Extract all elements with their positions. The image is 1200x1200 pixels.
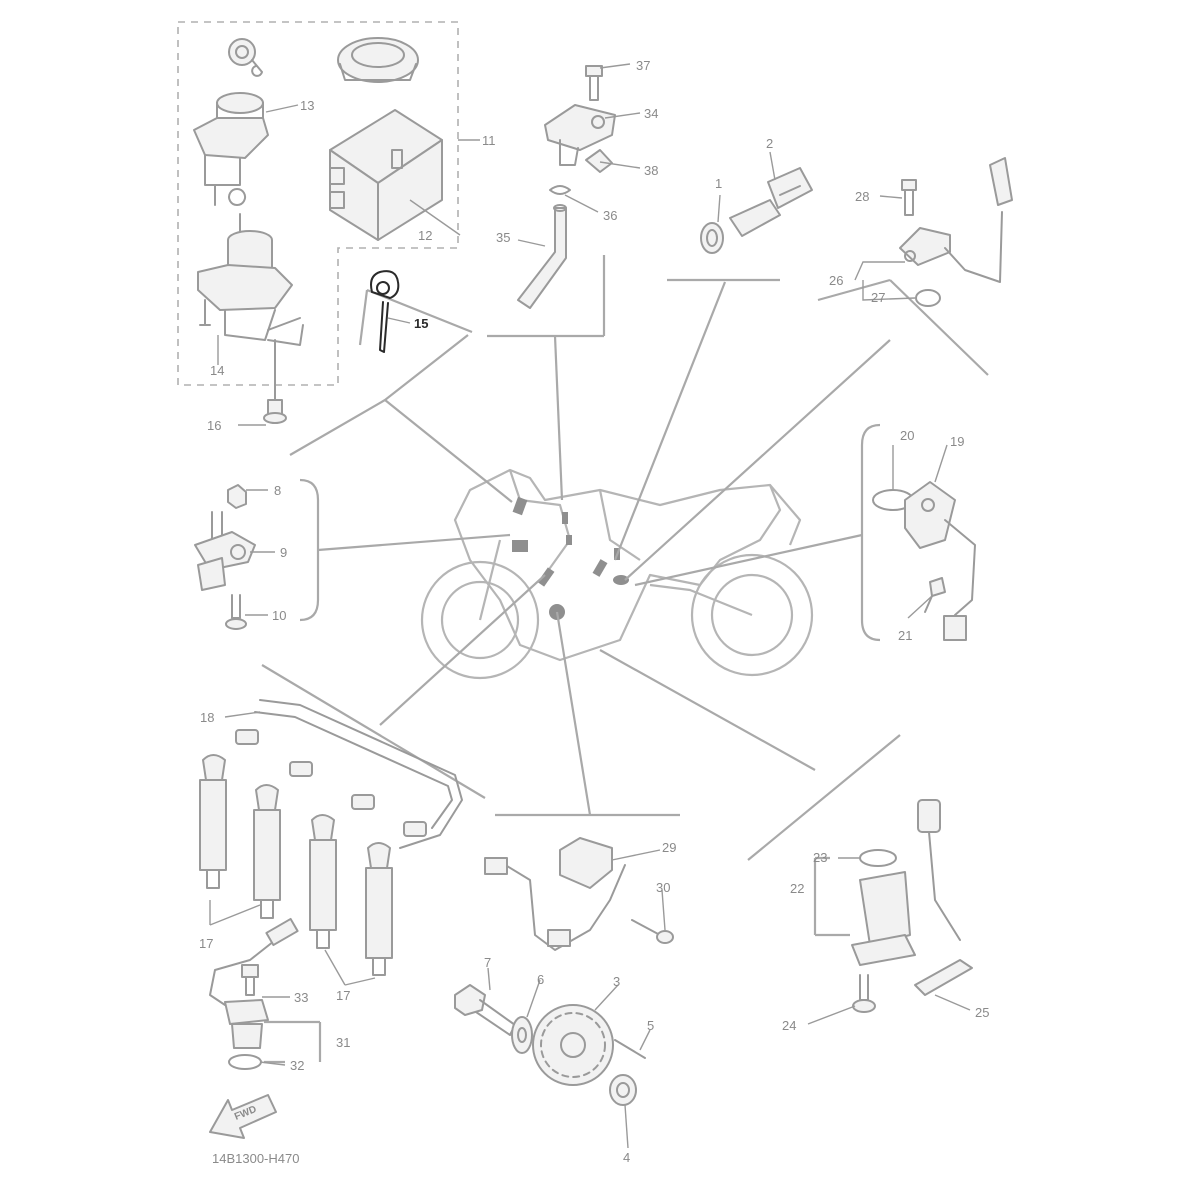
callout-20: 20 <box>900 428 914 443</box>
callout-31: 31 <box>336 1035 350 1050</box>
speed-sensor-group <box>860 423 976 642</box>
callout-21: 21 <box>898 628 912 643</box>
callout-23: 23 <box>813 850 827 865</box>
fwd-arrow-icon: FWD <box>209 1094 277 1139</box>
bolt-21[interactable] <box>924 577 946 613</box>
callout-37: 37 <box>636 58 650 73</box>
callout-19: 19 <box>950 434 964 449</box>
gear-position-sensor-group <box>194 478 320 630</box>
screw-37[interactable] <box>585 65 603 101</box>
callout-17b: 17 <box>336 988 350 1003</box>
clip-38[interactable] <box>585 149 613 173</box>
oil-level-switch-group <box>813 799 973 1013</box>
bolt-30[interactable] <box>631 919 674 944</box>
bolt-24[interactable] <box>852 974 876 1013</box>
lock-cylinder-cap[interactable] <box>228 38 263 77</box>
sprocket-3[interactable] <box>532 1004 614 1086</box>
callout-5: 5 <box>647 1018 654 1033</box>
cam-sensor-26[interactable] <box>899 157 1013 283</box>
thermo-sensor-2[interactable] <box>729 167 813 237</box>
callout-11: 11 <box>482 133 496 148</box>
screw-10[interactable] <box>225 594 247 630</box>
cam-sensor-group <box>817 157 1013 376</box>
callout-6: 6 <box>537 972 544 987</box>
callout-36: 36 <box>603 208 617 223</box>
callout-33: 33 <box>294 990 308 1005</box>
callout-27: 27 <box>871 290 885 305</box>
ignition-coil-17c[interactable] <box>309 814 337 949</box>
callout-30: 30 <box>656 880 670 895</box>
callout-32: 32 <box>290 1058 304 1073</box>
clamp-25[interactable] <box>914 959 973 996</box>
pin-5[interactable] <box>614 1039 646 1059</box>
callout-7: 7 <box>484 955 491 970</box>
callout-25: 25 <box>975 1005 989 1020</box>
location-markers <box>512 496 629 620</box>
hose-clamp-36[interactable] <box>549 185 571 195</box>
callout-14: 14 <box>210 363 224 378</box>
ecu-unit[interactable] <box>329 109 443 241</box>
hose-35[interactable] <box>517 204 567 309</box>
o-ring-23[interactable] <box>859 849 897 867</box>
callout-10: 10 <box>272 608 286 623</box>
callout-numbers: 13 11 12 14 15 16 37 34 38 36 35 1 2 28 … <box>199 58 989 1165</box>
nut-8[interactable] <box>227 484 247 509</box>
drive-sprocket-group <box>454 984 646 1106</box>
callout-2: 2 <box>766 136 773 151</box>
main-switch[interactable] <box>197 188 304 346</box>
o-ring-27[interactable] <box>915 289 941 307</box>
fuel-tank-cap[interactable] <box>337 37 419 83</box>
callout-12: 12 <box>418 228 432 243</box>
sensor-19[interactable] <box>904 481 976 641</box>
location-leader-lines <box>261 281 901 861</box>
sensor-9[interactable] <box>194 511 256 591</box>
callout-leaders <box>217 63 971 1149</box>
callout-38: 38 <box>644 163 658 178</box>
callout-24: 24 <box>782 1018 796 1033</box>
bolt-28[interactable] <box>901 179 917 216</box>
callout-3: 3 <box>613 974 620 989</box>
washer-6[interactable] <box>511 1016 533 1054</box>
callout-18: 18 <box>200 710 214 725</box>
bolt-16[interactable] <box>263 339 287 424</box>
callout-34: 34 <box>644 106 658 121</box>
ignition-coil-group <box>199 699 463 1070</box>
callout-8: 8 <box>274 483 281 498</box>
switch-22[interactable] <box>851 799 961 966</box>
thermo-sensor-group <box>667 167 813 282</box>
bolt-7[interactable] <box>454 984 516 1036</box>
callout-35: 35 <box>496 230 510 245</box>
callout-17a: 17 <box>199 936 213 951</box>
pressure-sensor-34[interactable] <box>544 104 616 166</box>
key-blank-15[interactable] <box>358 270 473 353</box>
ignition-coil-17b[interactable] <box>253 784 281 919</box>
steering-lock[interactable] <box>193 92 269 206</box>
sensor-29[interactable] <box>484 837 626 951</box>
bolt-33[interactable] <box>241 964 259 996</box>
callout-28: 28 <box>855 189 869 204</box>
callout-26: 26 <box>829 273 843 288</box>
motorcycle-outline <box>420 468 814 680</box>
callout-1: 1 <box>715 176 722 191</box>
callout-15[interactable]: 15 <box>414 316 428 331</box>
callout-22: 22 <box>790 881 804 896</box>
callout-29: 29 <box>662 840 676 855</box>
ignition-key-set-group <box>177 21 459 424</box>
collar-4[interactable] <box>609 1074 637 1106</box>
callout-13: 13 <box>300 98 314 113</box>
intake-pressure-sensor-group <box>487 65 616 338</box>
sensor-31[interactable] <box>209 917 299 1049</box>
neutral-switch-group <box>484 837 674 951</box>
ignition-coil-17d[interactable] <box>365 842 393 976</box>
gasket-1[interactable] <box>700 222 724 254</box>
callout-4: 4 <box>623 1150 630 1165</box>
ignition-coil-17a[interactable] <box>199 754 227 889</box>
callout-9: 9 <box>280 545 287 560</box>
wire-harness-18[interactable] <box>235 699 463 849</box>
callout-16: 16 <box>207 418 221 433</box>
o-ring-32[interactable] <box>228 1054 262 1070</box>
diagram-code: 14B1300-H470 <box>212 1151 299 1166</box>
